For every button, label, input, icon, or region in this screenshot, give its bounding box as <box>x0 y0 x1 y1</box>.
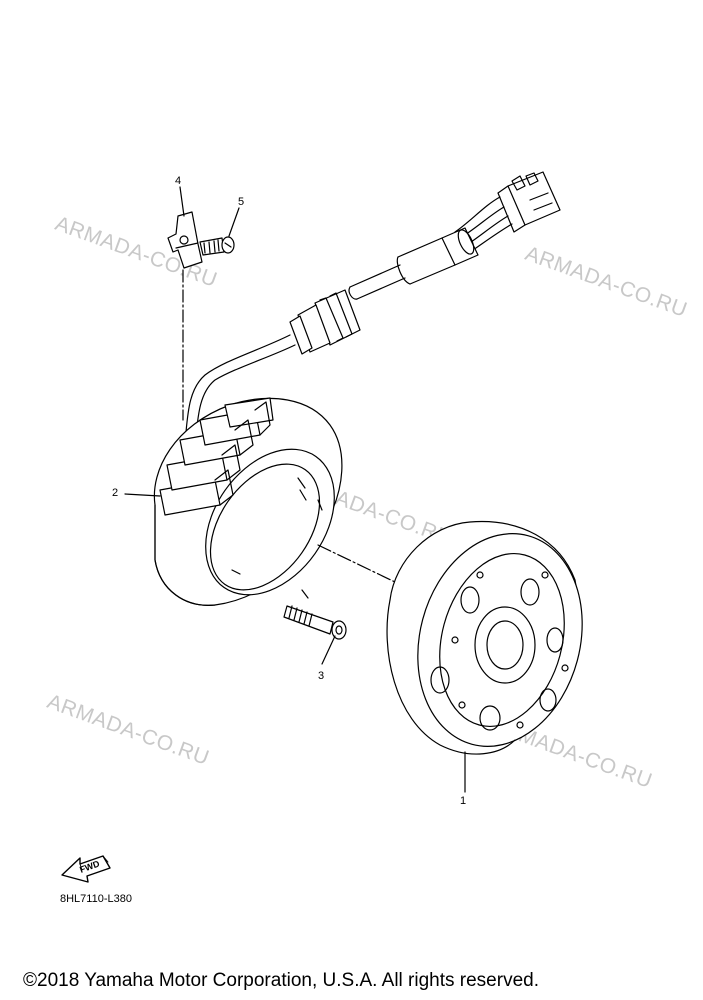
fwd-arrow-icon: FWD <box>61 855 111 883</box>
bracket-part-4 <box>167 211 203 269</box>
part-number-4: 4 <box>175 175 182 187</box>
leader-line-4 <box>179 186 185 217</box>
part-number-3: 3 <box>318 670 325 682</box>
part-number-5: 5 <box>238 196 245 208</box>
copyright-notice: ©2018 Yamaha Motor Corporation, U.S.A. A… <box>23 970 539 991</box>
diagram-code: 8HL7110-L380 <box>60 893 132 905</box>
part-number-2: 2 <box>112 487 119 499</box>
wire-connector <box>497 171 561 233</box>
part-number-1: 1 <box>460 795 467 807</box>
leader-line-5 <box>228 207 240 237</box>
bolt-part-3 <box>283 605 347 640</box>
rotor-part-1 <box>386 520 583 755</box>
wire-sleeve <box>396 227 479 285</box>
leader-line-2 <box>124 493 161 497</box>
screw-part-5 <box>199 236 235 256</box>
wire-grommet <box>289 289 361 355</box>
stator-part-2 <box>153 397 343 606</box>
leader-line-3 <box>321 635 336 665</box>
